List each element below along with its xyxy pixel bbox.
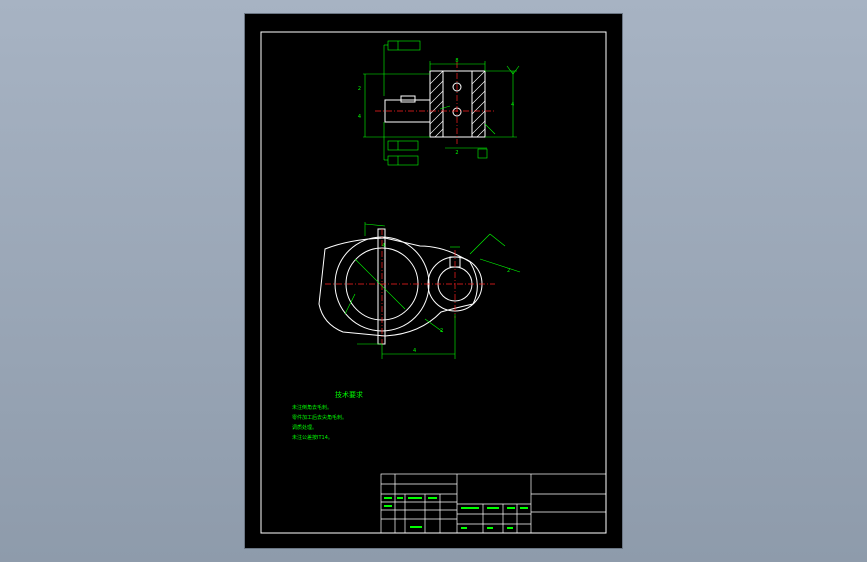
front-view: 4 4 2 2 — [318, 222, 521, 359]
front-outline — [318, 237, 478, 337]
title-block-text-marks — [384, 497, 528, 529]
side-dim-left-b: 4 — [358, 114, 361, 120]
side-body-outline — [429, 70, 486, 138]
front-dim-top: 4 — [382, 243, 385, 249]
inner-border — [260, 31, 607, 534]
side-dim-right: 4 — [511, 102, 514, 108]
drawing-sheet: 8 4 2 4 2 — [245, 14, 622, 548]
side-hatch-right — [471, 70, 486, 138]
front-dimensions — [344, 222, 521, 359]
side-view: 8 4 2 4 2 — [358, 40, 520, 166]
front-dim-bottom-right: 2 — [440, 328, 443, 334]
title-block — [380, 473, 607, 534]
notes-line-3: 调质处理。 — [292, 424, 317, 431]
front-dim-angle: 2 — [507, 268, 510, 274]
side-dim-left-a: 2 — [358, 86, 361, 92]
notes-title: 技术要求 — [335, 390, 363, 399]
front-dim-bottom-left: 4 — [413, 348, 416, 354]
side-dim-bottom: 2 — [455, 150, 458, 156]
notes-line-2: 零件加工后去尖角毛刺。 — [292, 414, 347, 421]
side-hatch-left — [429, 70, 444, 138]
notes-line-1: 未注倒角去毛刺。 — [292, 404, 332, 411]
drawing-canvas[interactable]: 8 4 2 4 2 — [245, 14, 622, 548]
notes-line-4: 未注公差按IT14。 — [292, 434, 333, 441]
side-dimensions — [363, 40, 520, 166]
side-dim-top: 8 — [455, 58, 458, 64]
technical-notes: 技术要求 未注倒角去毛刺。 零件加工后去尖角毛刺。 调质处理。 未注公差按IT1… — [292, 390, 363, 441]
